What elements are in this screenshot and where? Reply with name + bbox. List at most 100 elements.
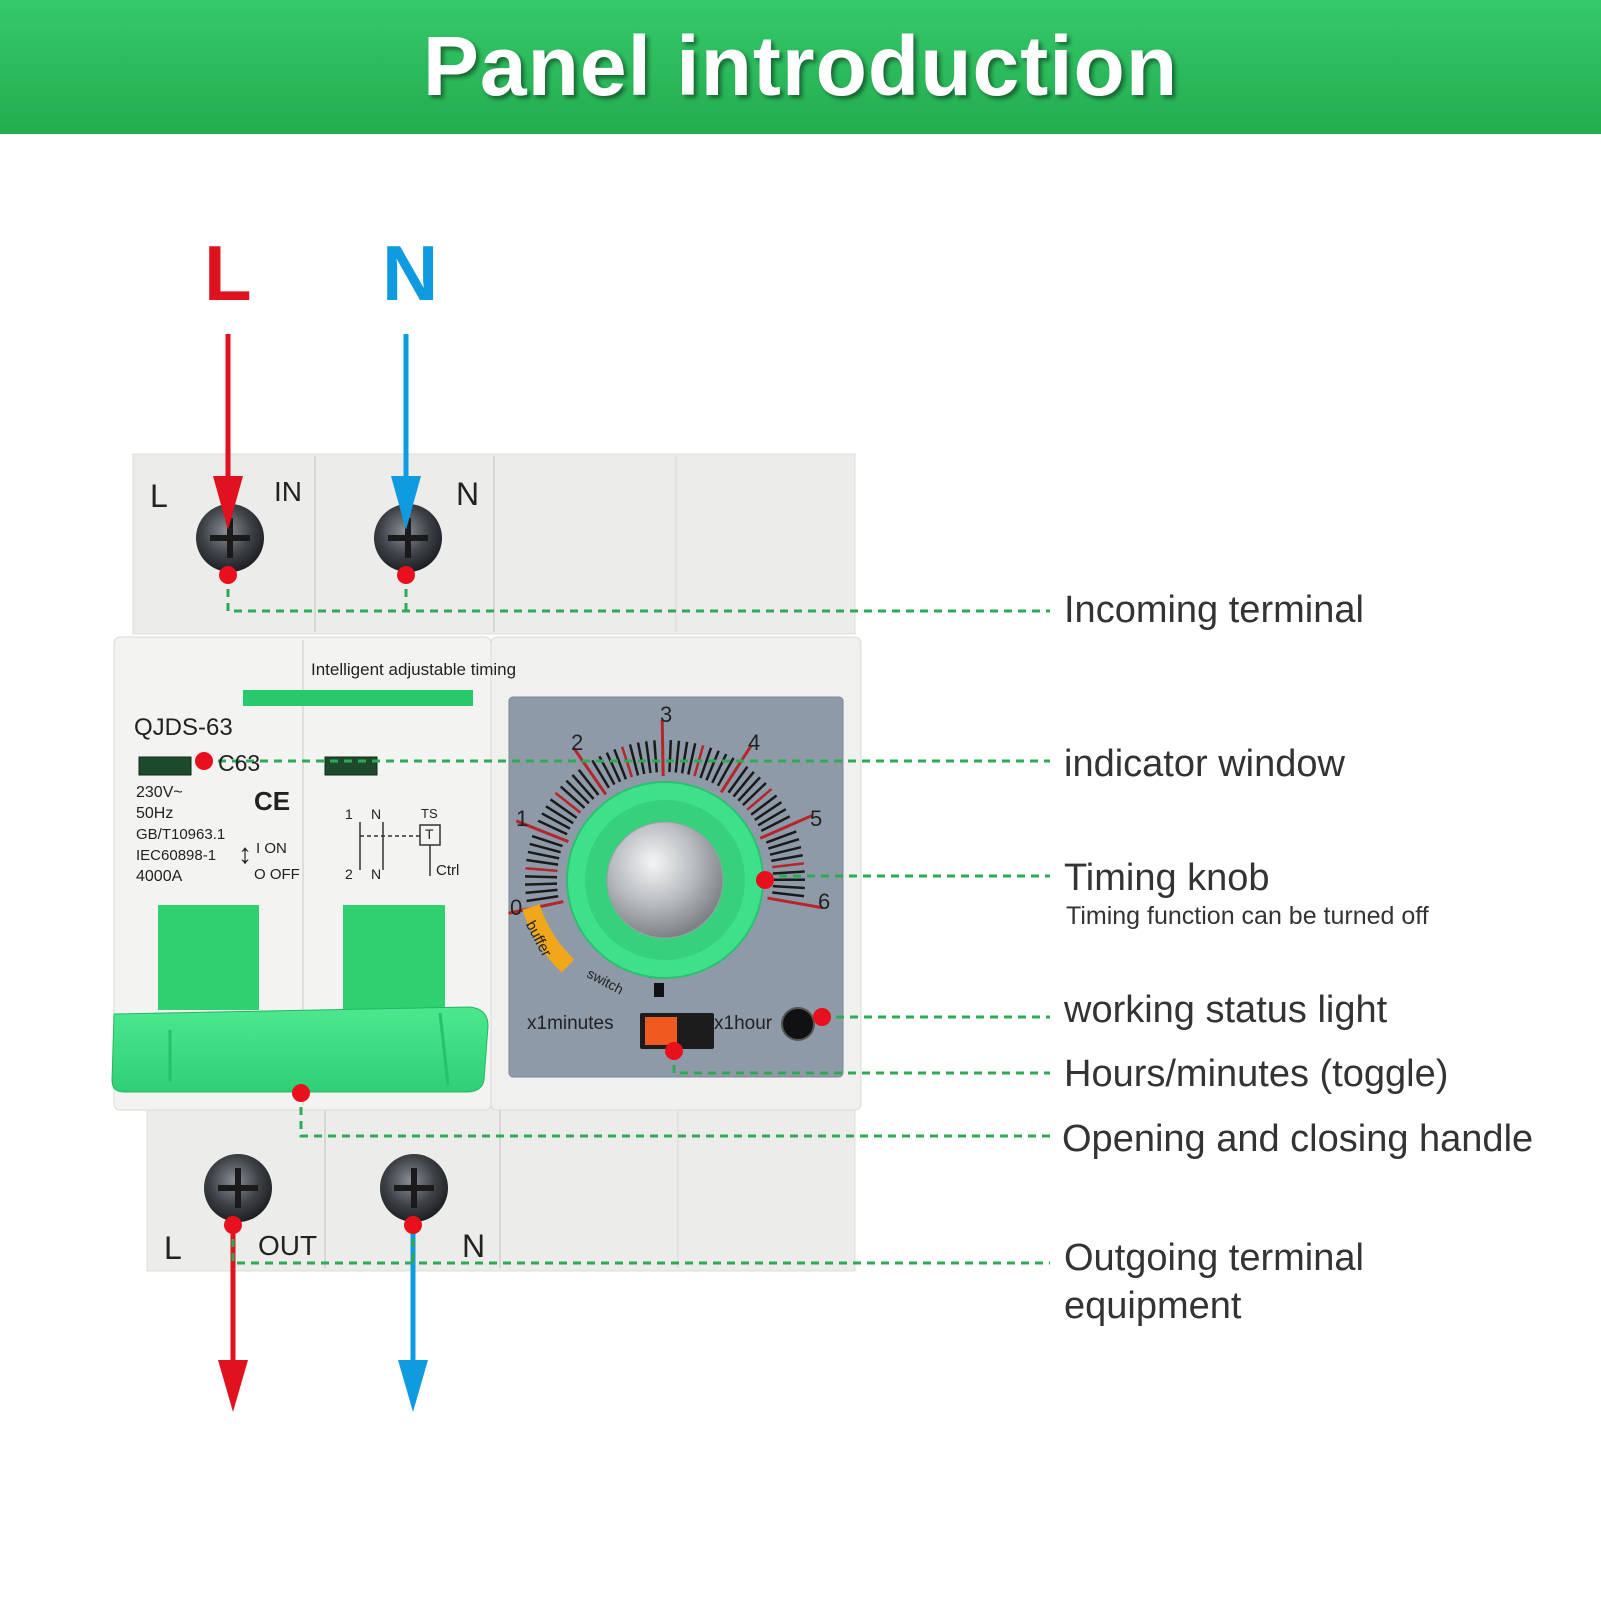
schematic-n-top: N <box>371 806 382 822</box>
dial-number-1: 1 <box>516 806 529 831</box>
spec-voltage: 230V~ <box>136 784 183 801</box>
dial-tick <box>772 862 805 869</box>
marker-dot-in-l <box>219 566 237 584</box>
dial-tick <box>577 768 600 796</box>
dial-tick <box>705 750 720 781</box>
spec-standard-iec: IEC60898-1 <box>136 847 217 864</box>
page-title: Panel introduction <box>422 19 1179 113</box>
terminal-screw-out-n <box>380 1154 448 1222</box>
dial-tick <box>559 785 586 809</box>
marker-dot-status <box>813 1008 831 1026</box>
dial-number-3: 3 <box>660 702 673 727</box>
dial-number-4: 4 <box>748 730 761 755</box>
spec-frequency: 50Hz <box>136 805 174 822</box>
opening-closing-handle[interactable] <box>111 1006 489 1093</box>
x1minutes-label: x1minutes <box>527 1013 614 1034</box>
line-out-arrow <box>218 1225 248 1412</box>
dial-tick <box>687 743 697 775</box>
dial-tick <box>759 814 813 840</box>
dial-tick <box>636 742 646 775</box>
schematic-1: 1 <box>345 806 353 822</box>
schematic-2: 2 <box>345 866 353 882</box>
callout-timing-knob: Timing knob <box>1064 857 1270 899</box>
title-banner: Panel introduction <box>0 0 1601 134</box>
in-l-label: L <box>150 478 168 514</box>
marker-dot-indicator <box>195 752 213 770</box>
callout-indicator-window: indicator window <box>1064 743 1345 785</box>
marker-dot-out-l <box>224 1216 242 1234</box>
handle-lever-left <box>158 905 259 1010</box>
dial-tick <box>719 744 753 794</box>
dial-tick <box>554 791 582 814</box>
dial-tick <box>526 894 559 903</box>
dial-tick <box>757 808 787 827</box>
dial-number-2: 2 <box>571 730 584 755</box>
dial-tick <box>541 812 571 830</box>
dial-tick <box>771 853 804 863</box>
dial-tick <box>525 875 558 879</box>
line-in-arrow <box>213 334 243 530</box>
dial-tick <box>680 741 689 774</box>
dial-tick <box>529 842 561 854</box>
callout-outgoing-terminal: Outgoing terminal <box>1064 1237 1364 1279</box>
dial-tick <box>572 747 608 796</box>
out-l-label: L <box>164 1230 182 1266</box>
dial-tick <box>716 757 735 787</box>
dial-number-5: 5 <box>810 806 823 831</box>
dial-number-0: 0 <box>510 895 523 920</box>
terminal-screw-out-l <box>204 1154 272 1222</box>
dial-tick <box>525 882 558 886</box>
dial-tick <box>565 779 590 805</box>
callout-timing-knob-note: Timing function can be turned off <box>1066 902 1429 930</box>
in-n-label: N <box>456 476 480 512</box>
rating: C63 <box>218 750 261 776</box>
schematic-ts: TS <box>421 806 438 821</box>
dial-tick <box>660 719 665 777</box>
dial-tick <box>772 891 805 898</box>
switch-marker <box>654 983 664 997</box>
dial-tick <box>527 850 560 860</box>
model-number: QJDS-63 <box>134 714 233 741</box>
dial-tick <box>644 741 652 774</box>
spec-standard-gb: GB/T10963.1 <box>136 826 226 843</box>
callout-handle: Opening and closing handle <box>1062 1118 1534 1160</box>
callout-outgoing-equipment: equipment <box>1064 1285 1242 1327</box>
dial-tick <box>531 834 563 848</box>
line-pole-label: L <box>204 229 252 317</box>
timing-knob[interactable] <box>566 781 764 979</box>
marker-dot-in-n <box>397 566 415 584</box>
neutral-in-arrow <box>391 334 421 530</box>
dial-tick <box>741 782 767 807</box>
dial-tick <box>754 801 783 822</box>
dial-tick <box>760 815 791 833</box>
dial-tick <box>591 759 610 789</box>
schematic-n-bottom: N <box>371 866 382 882</box>
dial-tick <box>767 896 823 910</box>
on-label: I ON <box>256 840 287 857</box>
dial-tick <box>674 740 681 773</box>
dial-tick <box>537 819 568 836</box>
ce-mark: CE <box>254 786 291 816</box>
neutral-out-arrow <box>398 1225 428 1412</box>
tagline: Intelligent adjustable timing <box>311 660 517 679</box>
dial-tick <box>765 830 797 844</box>
terminal-screw-in-n <box>374 504 442 572</box>
marker-dot-out-n <box>404 1216 422 1234</box>
dial-tick <box>711 753 728 784</box>
marker-dot-knob <box>756 871 774 889</box>
dial-tick <box>732 771 755 798</box>
dial-tick <box>571 774 595 800</box>
marker-dot-handle <box>292 1084 310 1102</box>
dial-tick <box>628 744 640 776</box>
circuit-schematic <box>359 822 441 876</box>
dial-tick <box>769 845 802 856</box>
dial-tick <box>727 766 749 794</box>
dial-tick <box>746 788 773 811</box>
handle-lever-right <box>343 905 445 1010</box>
out-n-label: N <box>462 1228 486 1264</box>
dial-tick <box>772 870 805 875</box>
callout-incoming-terminal: Incoming terminal <box>1064 589 1364 631</box>
green-stripe <box>243 690 473 706</box>
dial-tick <box>545 805 574 825</box>
